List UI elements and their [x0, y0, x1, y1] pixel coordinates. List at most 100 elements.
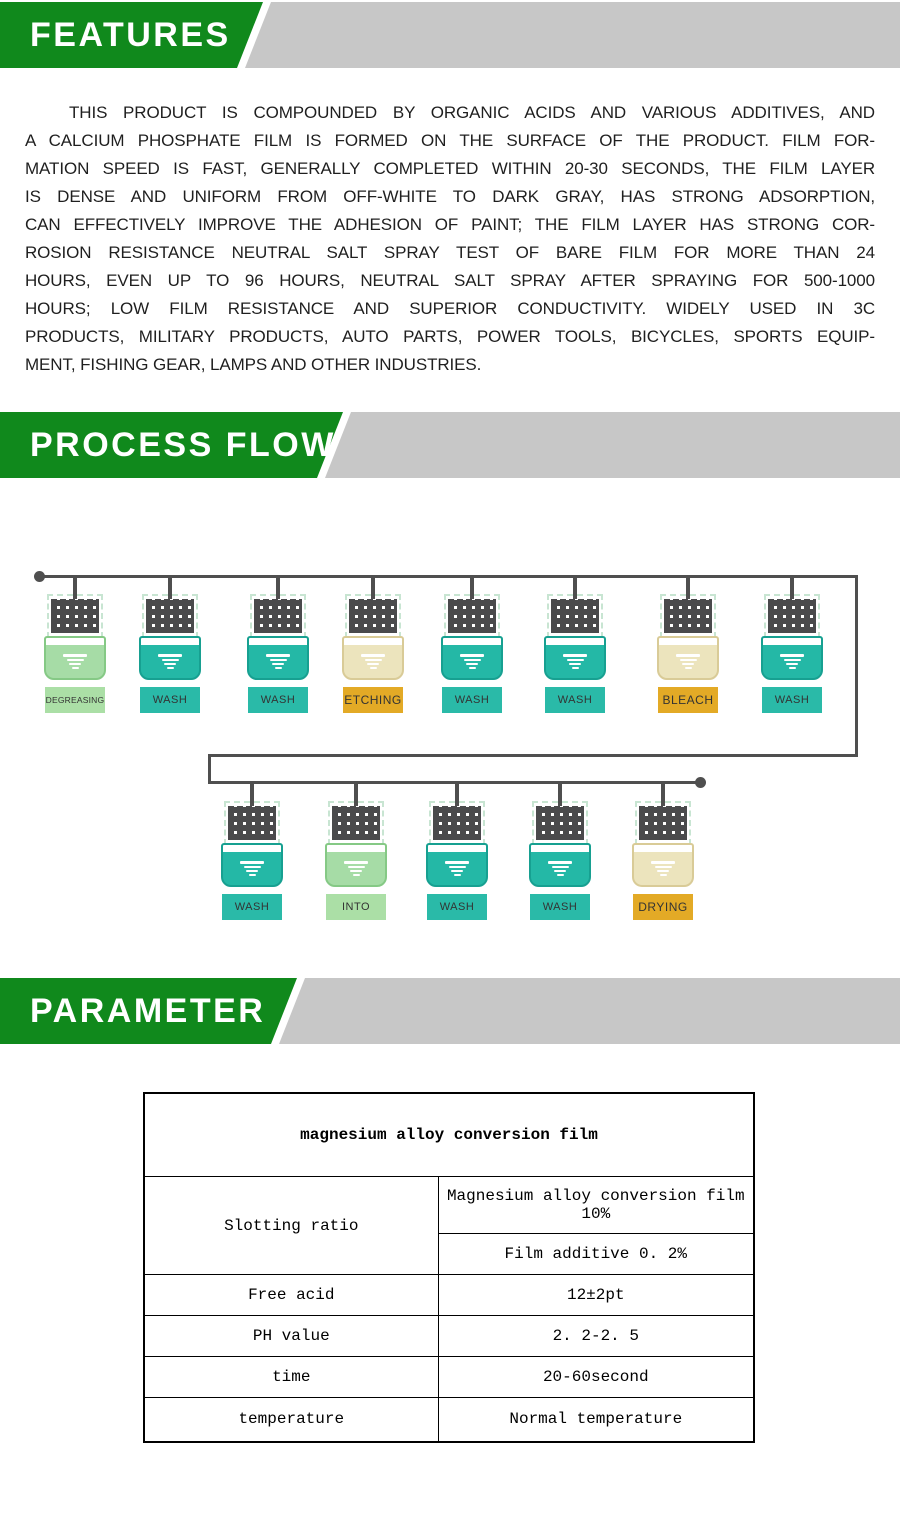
features-paragraph: THIS PRODUCT IS COMPOUNDED BY ORGANIC AC…: [25, 99, 875, 379]
basket-icon: [47, 594, 103, 638]
tank-icon: [221, 843, 283, 887]
parameter-banner-green-ribbon: [0, 978, 297, 1044]
tank-icon: [342, 636, 404, 680]
tank-icon: [544, 636, 606, 680]
basket-icon: [444, 594, 500, 638]
hanger-line: [558, 783, 562, 807]
station-label: WASH: [442, 687, 502, 713]
hanger-line: [250, 783, 254, 807]
process-station: WASH: [212, 783, 292, 923]
table-row-label: Slotting ratio: [143, 1176, 439, 1275]
station-label: WASH: [222, 894, 282, 920]
paragraph-line: CAN EFFECTIVELY IMPROVE THE ADHESION OF …: [25, 215, 875, 234]
conveyor-rail-right-drop: [855, 575, 858, 757]
process-station: DRYING: [623, 783, 703, 923]
process-station: WASH: [238, 576, 318, 716]
process-flow-banner-gray-ribbon: [325, 412, 900, 478]
tank-icon: [325, 843, 387, 887]
process-station: WASH: [752, 576, 832, 716]
paragraph-line: IS DENSE AND UNIFORM FROM OFF-WHITE TO D…: [25, 187, 875, 206]
basket-icon: [429, 801, 485, 845]
tank-icon: [426, 843, 488, 887]
tank-icon: [632, 843, 694, 887]
hanger-line: [455, 783, 459, 807]
water-level-icon: [546, 654, 604, 671]
basket-icon: [345, 594, 401, 638]
table-cell-value: Normal temperature: [437, 1397, 755, 1442]
conveyor-rail-bottom: [208, 781, 702, 784]
conveyor-rail-return: [208, 754, 858, 757]
water-level-icon: [141, 654, 199, 671]
tank-icon: [761, 636, 823, 680]
parameter-banner-gray-ribbon: [279, 978, 900, 1044]
table-cell-value: 20-60second: [437, 1356, 755, 1398]
water-level-icon: [763, 654, 821, 671]
process-station: BLEACH: [648, 576, 728, 716]
hanger-line: [168, 576, 172, 600]
water-level-icon: [428, 861, 486, 878]
station-label: WASH: [762, 687, 822, 713]
process-station: WASH: [432, 576, 512, 716]
paragraph-line: ROSION RESISTANCE NEUTRAL SALT SPRAY TES…: [25, 243, 875, 262]
parameter-banner: PARAMETER: [0, 978, 900, 1044]
hanger-line: [573, 576, 577, 600]
process-station: ETCHING: [333, 576, 413, 716]
basket-icon: [250, 594, 306, 638]
process-flow-banner-green-ribbon: [0, 412, 343, 478]
water-level-icon: [659, 654, 717, 671]
tank-icon: [247, 636, 309, 680]
tank-icon: [657, 636, 719, 680]
hanger-line: [790, 576, 794, 600]
process-station: INTO: [316, 783, 396, 923]
hanger-line: [73, 576, 77, 600]
tank-icon: [529, 843, 591, 887]
features-banner-green-ribbon: [0, 2, 263, 68]
station-label: WASH: [545, 687, 605, 713]
basket-icon: [660, 594, 716, 638]
basket-icon: [635, 801, 691, 845]
hanger-line: [470, 576, 474, 600]
process-flow-title: PROCESS FLOW: [30, 426, 336, 464]
table-cell-value: 2. 2-2. 5: [437, 1315, 755, 1357]
hanger-line: [661, 783, 665, 807]
paragraph-line: PRODUCTS, MILITARY PRODUCTS, AUTO PARTS,…: [25, 327, 875, 346]
hanger-line: [371, 576, 375, 600]
water-level-icon: [249, 654, 307, 671]
flow-start-dot: [34, 571, 45, 582]
conveyor-rail-left-drop: [208, 754, 211, 784]
water-level-icon: [344, 654, 402, 671]
process-station: WASH: [535, 576, 615, 716]
tank-icon: [441, 636, 503, 680]
station-label: DEGREASING: [45, 687, 105, 713]
basket-icon: [764, 594, 820, 638]
water-level-icon: [634, 861, 692, 878]
parameter-table: magnesium alloy conversion film Slotting…: [143, 1092, 755, 1443]
paragraph-line: HOURS, EVEN UP TO 96 HOURS, NEUTRAL SALT…: [25, 271, 875, 290]
paragraph-line: A CALCIUM PHOSPHATE FILM IS FORMED ON TH…: [25, 131, 875, 150]
tank-icon: [44, 636, 106, 680]
basket-icon: [547, 594, 603, 638]
station-label: WASH: [427, 894, 487, 920]
parameter-title: PARAMETER: [30, 992, 266, 1030]
hanger-line: [354, 783, 358, 807]
features-title: FEATURES: [30, 16, 231, 54]
station-label: BLEACH: [658, 687, 718, 713]
flow-end-dot: [695, 777, 706, 788]
paragraph-line: HOURS; LOW FILM RESISTANCE AND SUPERIOR …: [25, 299, 875, 318]
table-cell-value: 12±2pt: [437, 1274, 755, 1316]
process-station: DEGREASING: [35, 576, 115, 716]
features-banner-gray-ribbon: [245, 2, 900, 68]
features-banner: FEATURES: [0, 2, 900, 68]
tank-icon: [139, 636, 201, 680]
paragraph-line: THIS PRODUCT IS COMPOUNDED BY ORGANIC AC…: [69, 103, 875, 122]
paragraph-line: MATION SPEED IS FAST, GENERALLY COMPLETE…: [25, 159, 875, 178]
hanger-line: [276, 576, 280, 600]
water-level-icon: [46, 654, 104, 671]
basket-icon: [224, 801, 280, 845]
table-row-label: temperature: [143, 1397, 439, 1442]
water-level-icon: [223, 861, 281, 878]
station-label: WASH: [248, 687, 308, 713]
table-row-label: Free acid: [143, 1274, 439, 1316]
basket-icon: [142, 594, 198, 638]
